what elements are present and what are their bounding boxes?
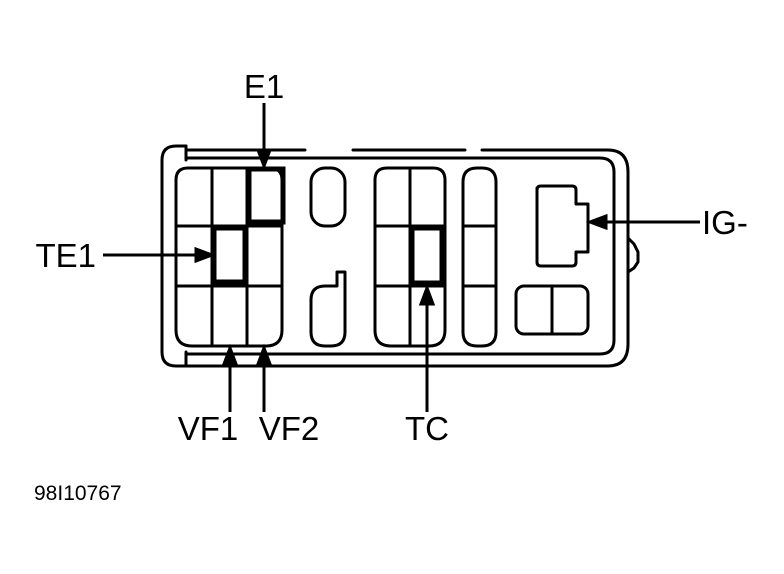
- middle-slot-upper: [309, 166, 347, 228]
- label-vf1: VF1: [178, 410, 239, 447]
- figure-code: 98I10767: [34, 482, 122, 505]
- e1-arrowhead: [255, 148, 273, 171]
- label-ig-minus: IG-: [702, 204, 748, 241]
- connector-outer-top: [184, 148, 630, 368]
- ig-cavity: [535, 184, 590, 268]
- label-te1: TE1: [35, 237, 96, 274]
- terminal-e1-highlight: [246, 166, 286, 225]
- terminal-te1-highlight: [211, 225, 248, 285]
- terminal-tc-highlight: [409, 225, 445, 286]
- label-vf2: VF2: [259, 410, 320, 447]
- vf1-arrowhead: [221, 343, 239, 366]
- label-e1: E1: [244, 68, 284, 105]
- ig-arrowhead: [585, 213, 608, 231]
- middle-slot-lower: [309, 270, 347, 348]
- te1-arrowhead: [194, 246, 217, 264]
- right-column-block: [461, 166, 498, 348]
- left-cavity-block: [174, 166, 284, 348]
- tc-arrowhead: [418, 283, 436, 306]
- vf2-arrowhead: [255, 343, 273, 366]
- lock-tab: [626, 236, 640, 274]
- connector-inner-frame: [184, 156, 616, 356]
- label-tc: TC: [405, 410, 449, 447]
- middle-cavity-block: [373, 166, 447, 348]
